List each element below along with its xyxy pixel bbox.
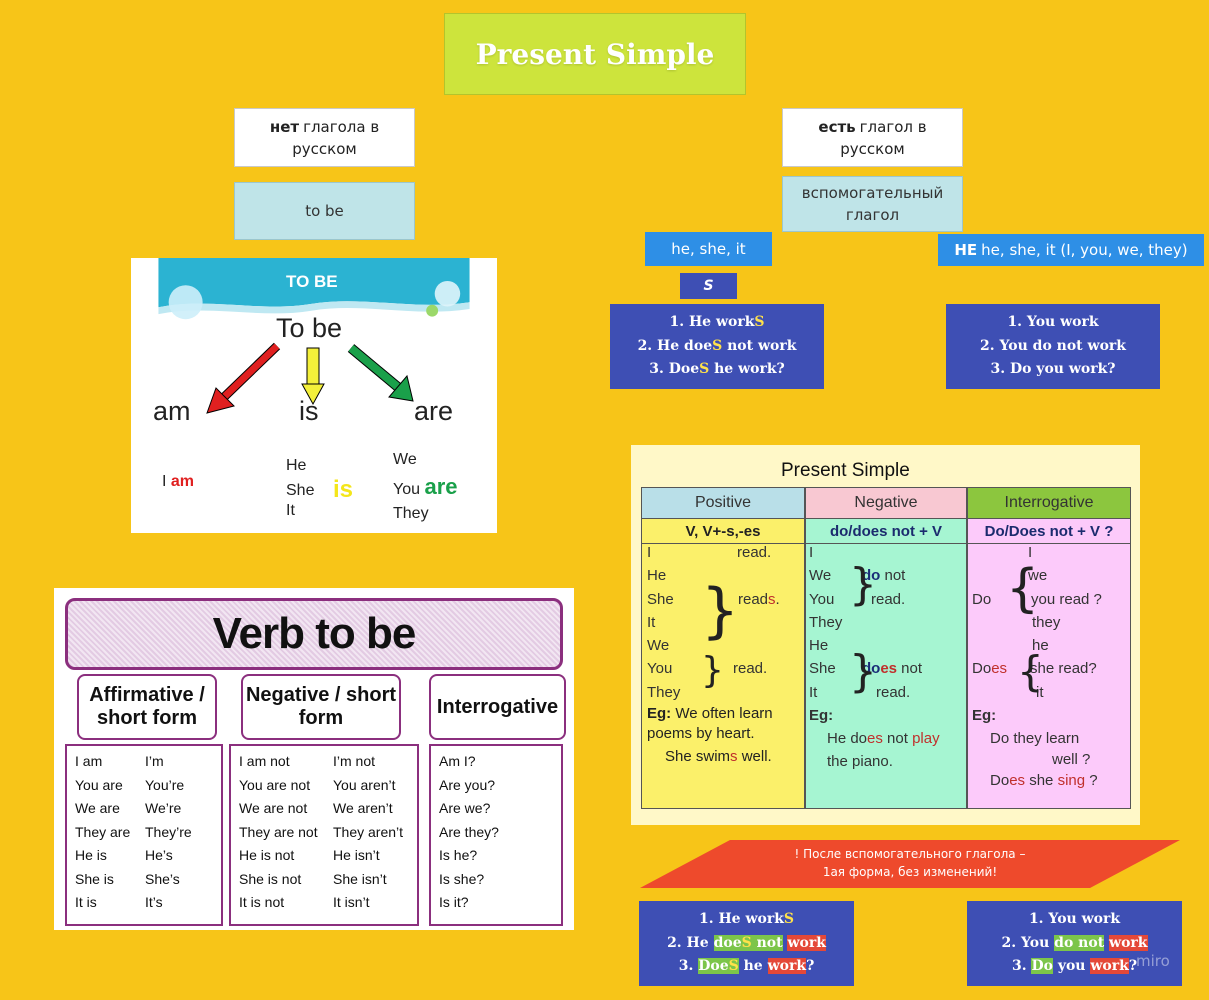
example-you-line2: 2. You do not work — [980, 337, 1126, 354]
example-he-line3: 3. DoeS he work? — [649, 361, 785, 378]
neg-example: Eg: He does not play the piano. — [809, 707, 940, 770]
example-he-line2: 2. He doeS not work — [637, 337, 797, 354]
note-has-verb-text: глагол в русском — [840, 117, 927, 158]
present-simple-table-card: Present Simple Positive V, V+-s,-es Nega… — [631, 445, 1140, 825]
tobe-is-big: is — [333, 476, 354, 503]
tobe-we-you-they: We You are They — [393, 451, 458, 522]
bottom-he-line1: 1. He workS — [698, 911, 795, 928]
negative-formula: do/does not + V — [806, 519, 966, 544]
bottom-you-line2: 2. You do not work — [1001, 934, 1148, 951]
int-example: Eg: Do they learn well ? Does she sing ? — [972, 707, 1098, 789]
bubble-icon — [426, 304, 439, 317]
interrogative-formula: Do/Does not + V ? — [968, 519, 1130, 544]
aux-verb-box: вспомогательный глагол — [782, 176, 963, 232]
bubble-icon — [168, 285, 203, 320]
note-has-verb-bold: есть — [818, 117, 856, 136]
pos-brace-icon: } — [701, 650, 724, 691]
arrow-left-icon — [206, 342, 281, 414]
tobe-banner — [158, 258, 470, 320]
positive-formula: V, V+-s,-es — [642, 519, 804, 544]
negative-column: Negative do/does not + V — [805, 487, 967, 809]
chip-not-bold: НЕ — [954, 241, 978, 259]
interrogative-list — [429, 744, 563, 926]
bottom-he-line3: 3. DoeS he work? — [678, 958, 815, 975]
verb-to-be-title: Verb to be — [65, 598, 563, 670]
ps-table-title: Present Simple — [781, 460, 910, 481]
neg-brace-icon: } — [849, 559, 877, 610]
example-he-line1: 1. He workS — [669, 314, 765, 331]
interrogative-column: Interrogative Do/Does not + V ? — [967, 487, 1131, 809]
verb-to-be-card: Verb to be Affirmative / short form Nega… — [54, 588, 574, 930]
diagram-title: Present Simple — [444, 13, 746, 95]
interrogative-header: Interrogative — [968, 488, 1130, 519]
bottom-you-line3: 3. Do you work? — [1011, 958, 1138, 975]
chip-not-text: he, she, it (I, you, we, they) — [981, 241, 1188, 259]
int-brace-icon: { — [1017, 647, 1044, 696]
tobe-i-am: I am — [162, 473, 195, 490]
example-you-line1: 1. You work — [1007, 314, 1099, 331]
tobe-are: are — [414, 396, 454, 426]
bottom-examples-he: 1. He workS 2. He doeS not work 3. DoeS … — [639, 901, 854, 986]
affirmative-list — [65, 744, 223, 926]
interrogative-header: Interrogative — [429, 674, 566, 740]
pos-example: Eg: We often learn poems by heart. She s… — [647, 705, 773, 765]
example-you-line3: 3. Do you work? — [990, 361, 1116, 378]
bottom-examples-you: 1. You work 2. You do not work 3. Do you… — [967, 901, 1182, 986]
arrow-right-icon — [347, 344, 414, 402]
int-brace-icon: { — [1006, 559, 1040, 619]
chip-he-she-it: he, she, it — [645, 232, 772, 266]
examples-you: 1. You work 2. You do not work 3. Do you… — [946, 304, 1160, 389]
negative-header: Negative — [806, 488, 966, 519]
note-no-verb-text: глагола в русском — [292, 117, 380, 158]
positive-header: Positive — [642, 488, 804, 519]
warning-banner — [640, 840, 1180, 888]
bottom-you-line1: 1. You work — [1028, 911, 1121, 928]
pos-brace-icon: } — [701, 576, 740, 646]
warning-text: ! После вспомогательного глагола – 1ая ф… — [794, 847, 1026, 879]
interr-col: Am I?Are you?Are we?Are they?Is he?Is sh… — [439, 753, 499, 910]
bubble-icon — [434, 280, 461, 307]
negative-header: Negative / short form — [241, 674, 401, 740]
tobe-is: is — [299, 396, 319, 426]
arrow-middle-icon — [301, 347, 325, 406]
examples-he: 1. He workS 2. He doeS not work 3. DoeS … — [610, 304, 824, 389]
bottom-he-line2: 2. He doeS not work — [667, 934, 826, 951]
tobe-box: to be — [234, 182, 415, 240]
tobe-am: am — [153, 396, 191, 426]
tobe-banner-title: TO BE — [286, 272, 338, 291]
neg-brace-icon: } — [849, 646, 877, 697]
tobe-center: To be — [276, 313, 343, 343]
note-no-verb-bold: нет — [269, 117, 300, 136]
positive-column: Positive V, V+-s,-es — [641, 487, 805, 809]
miro-watermark: miro — [1136, 952, 1170, 970]
tobe-arrows — [206, 342, 414, 414]
negative-list — [229, 744, 419, 926]
s-label: S — [680, 273, 737, 299]
affirmative-header: Affirmative / short form — [77, 674, 217, 740]
